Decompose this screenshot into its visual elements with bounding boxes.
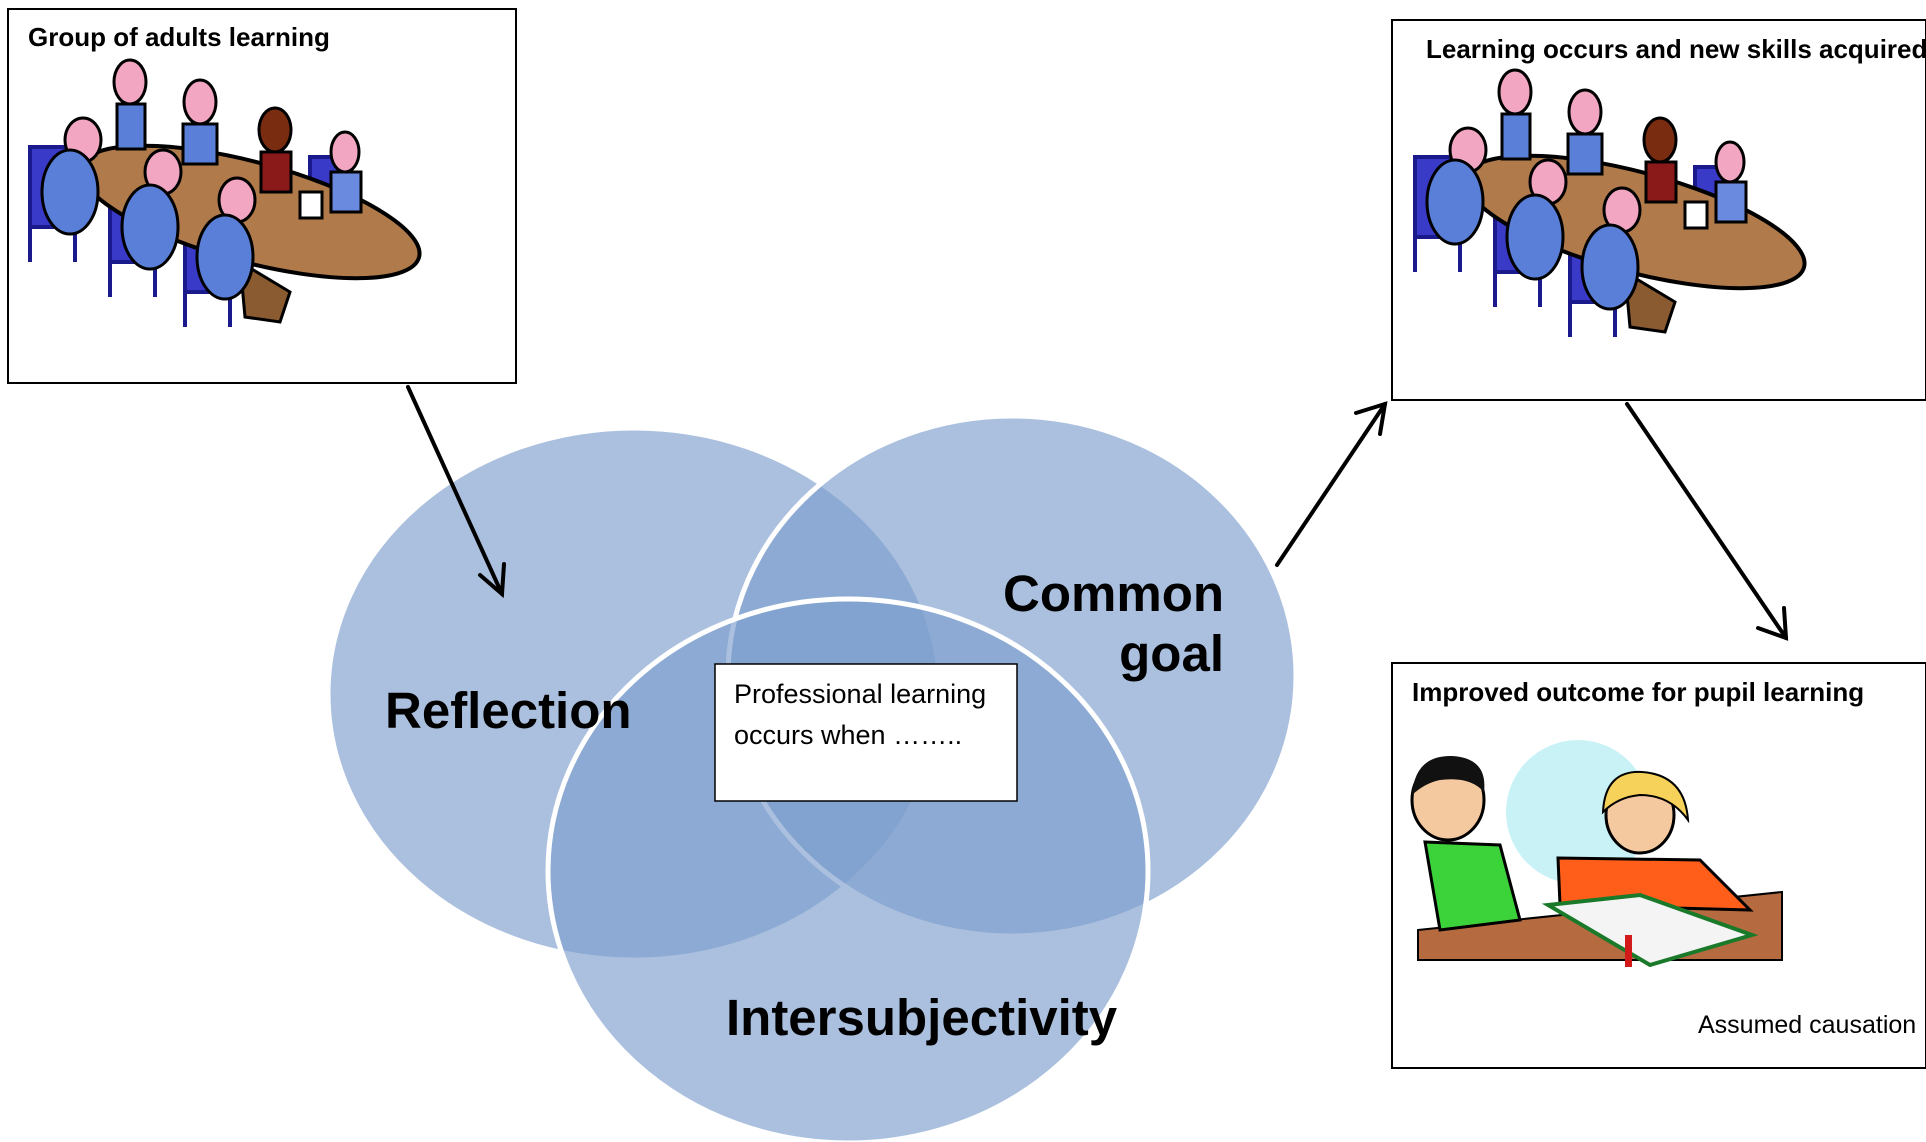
box-improved-outcome: Improved outcome for pupil learning Assu…	[1391, 662, 1926, 1069]
label-common-goal-line2: goal	[1119, 625, 1224, 682]
label-common-goal-line1: Common	[1003, 565, 1224, 622]
center-text-line2: occurs when ……..	[734, 720, 962, 750]
center-text-line1: Professional learning	[734, 679, 986, 709]
arrow-to-venn	[406, 385, 506, 599]
arrows	[406, 385, 1789, 641]
children-reading-illustration	[1410, 740, 1783, 968]
center-textbox: Professional learning occurs when ……..	[714, 663, 1018, 802]
box-title-improved-outcome: Improved outcome for pupil learning	[1412, 677, 1864, 707]
box-learning-occurs: Learning occurs and new skills acquired	[1391, 19, 1926, 401]
label-intersubjectivity: Intersubjectivity	[726, 989, 1118, 1046]
assumed-causation-caption: Assumed causation	[1698, 1011, 1916, 1039]
label-reflection: Reflection	[385, 682, 632, 739]
arrow-to-learning-occurs	[1275, 401, 1388, 567]
box-group-of-adults: Group of adults learning	[7, 8, 517, 384]
venn-diagram: Reflection Common goal Intersubjectivity…	[325, 413, 1299, 1142]
arrow-to-improved-outcome	[1625, 402, 1789, 641]
box-title-learning-occurs: Learning occurs and new skills acquired	[1426, 34, 1926, 64]
box-title-group-of-adults: Group of adults learning	[28, 22, 330, 52]
